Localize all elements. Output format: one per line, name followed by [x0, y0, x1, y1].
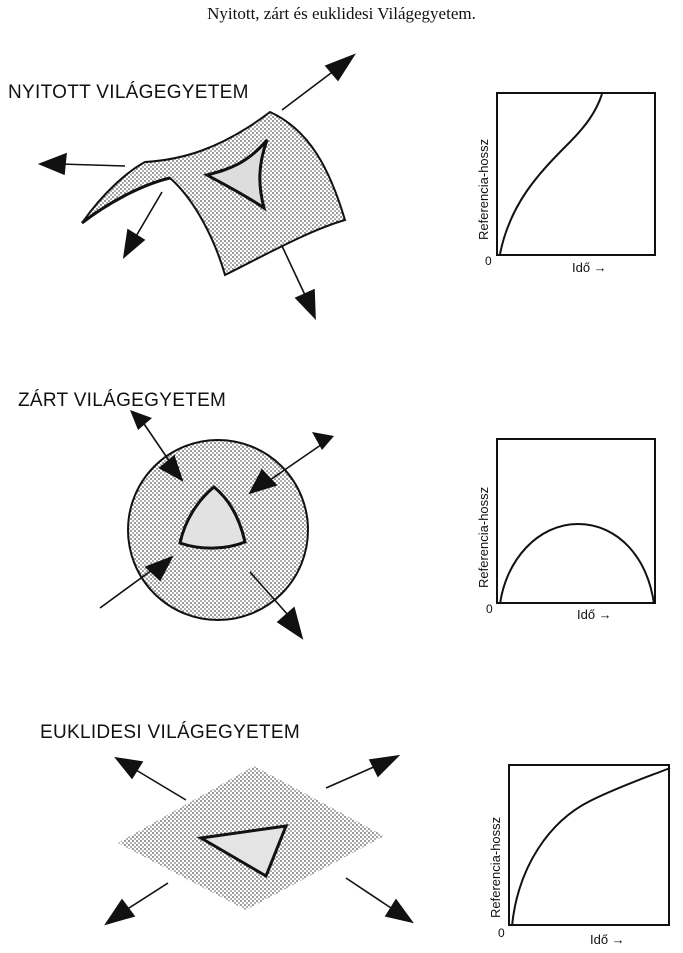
graph-euclidean [508, 764, 671, 927]
graph-open-xlabel: Idő → [572, 260, 607, 275]
open-triangle [203, 139, 269, 212]
section-label-closed: ZÁRT VILÁGEGYETEM [18, 390, 227, 411]
graph-euclidean-ylabel: Referencia-hossz [488, 816, 503, 918]
graph-closed-xlabel: Idő → [577, 607, 612, 622]
closed-triangle [178, 485, 247, 550]
graph-open-ylabel: Referencia-hossz [476, 138, 491, 240]
open-universe-saddle [37, 53, 357, 321]
graph-closed-origin: 0 [486, 602, 493, 616]
graph-open-origin: 0 [485, 254, 492, 268]
graph-euclidean-curve [511, 767, 671, 927]
graph-closed [496, 438, 656, 605]
section-label-open: NYITOTT VILÁGEGYETEM [8, 82, 249, 103]
page-title: Nyitott, zárt és euklidesi Világegyetem. [207, 4, 476, 23]
graph-open-curve [499, 94, 603, 255]
euclidean-triangle [196, 824, 289, 879]
graph-euclidean-origin: 0 [498, 926, 505, 940]
graph-euclidean-xlabel: Idő → [590, 932, 625, 947]
section-label-euclidean: EUKLIDESI VILÁGEGYETEM [40, 722, 301, 743]
graph-closed-ylabel: Referencia-hossz [476, 486, 491, 588]
euclidean-universe-plane [104, 754, 414, 926]
graph-open [496, 92, 656, 256]
graph-closed-curve [499, 522, 655, 605]
closed-universe-sphere [99, 410, 334, 640]
